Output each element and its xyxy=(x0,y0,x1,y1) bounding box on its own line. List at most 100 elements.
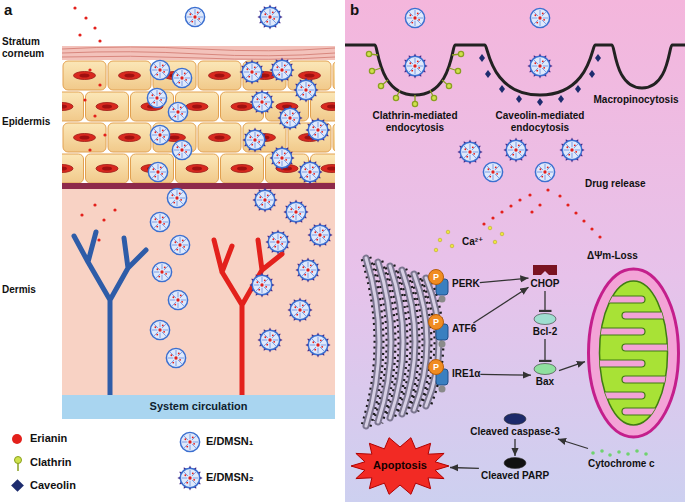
legend-text: Clathrin xyxy=(30,456,72,469)
drug-dots xyxy=(482,222,485,225)
erianin-dots xyxy=(97,238,100,241)
caveolin-coat xyxy=(575,85,581,93)
erianin-dots xyxy=(98,83,101,86)
node-text: Cleaved PARP xyxy=(481,470,549,482)
protein-shape xyxy=(504,458,526,469)
skin-layers xyxy=(62,183,335,189)
protein-shape xyxy=(504,414,526,425)
legend-icon xyxy=(15,457,22,464)
starburst-shape xyxy=(351,438,449,495)
node-text: ΔΨm-Loss xyxy=(585,250,682,262)
cell-membrane xyxy=(345,45,685,95)
skin-layers xyxy=(62,189,335,395)
erianin-dots xyxy=(93,26,96,29)
legend-text: E/DMSN₁ xyxy=(206,435,253,448)
mitochondrion-shape xyxy=(585,296,645,303)
receptor-label: PERK xyxy=(452,278,480,290)
nanoparticle xyxy=(166,348,185,367)
nanoparticle xyxy=(172,68,191,87)
ion-label: Ca²⁺ xyxy=(462,236,483,248)
er-receptor xyxy=(439,296,446,303)
cytochrome-dots xyxy=(588,448,652,458)
node-text: CHOP xyxy=(531,278,560,290)
phospho-badge: P xyxy=(428,269,444,285)
process-label: Drug release xyxy=(585,178,646,190)
nanoparticle xyxy=(527,53,552,78)
clathrin-coat xyxy=(412,101,417,106)
skin-layers xyxy=(62,46,335,60)
nanoparticle xyxy=(265,229,290,254)
nanoparticle xyxy=(257,327,282,352)
clathrin-coat xyxy=(369,68,374,73)
cytochrome-dots xyxy=(635,449,639,453)
endoplasmic-reticulum xyxy=(366,258,439,426)
parp-protein: Cleaved PARP xyxy=(479,456,551,483)
bax-protein: Bax xyxy=(531,362,559,389)
panel-letter: b xyxy=(350,1,359,19)
calcium-dots xyxy=(500,232,504,236)
cytochrome-node: Cytochrome c xyxy=(588,448,655,470)
nanoparticle xyxy=(147,4,332,367)
apoptosis-burst: Apoptosis xyxy=(350,436,450,496)
nanoparticle xyxy=(168,102,187,121)
erianin-dots xyxy=(73,6,76,9)
pathway-label: Macropinocytosis xyxy=(593,94,678,106)
inhibition-connector xyxy=(544,339,545,362)
phospho-badge: P xyxy=(428,359,444,375)
mitochondrion-shape xyxy=(622,312,682,319)
protein-shape xyxy=(534,314,556,325)
legend-swatch xyxy=(11,479,24,492)
cytochrome-dots xyxy=(591,449,648,457)
erianin-dots xyxy=(102,218,105,221)
pathway-label: Caveolin-mediated endocytosis xyxy=(488,110,592,134)
drug-dots xyxy=(482,188,601,238)
drug-dots xyxy=(530,210,533,213)
calcium-dots xyxy=(446,230,450,234)
drug-dots xyxy=(566,203,569,206)
arrow-connector xyxy=(473,287,528,323)
clathrin-coat xyxy=(378,83,383,88)
nanoparticle xyxy=(305,332,330,357)
nanoparticle xyxy=(535,162,554,181)
nanoparticle xyxy=(277,105,302,130)
drug-dots xyxy=(590,227,593,230)
protein-shape xyxy=(503,457,527,469)
caveolin-coat xyxy=(537,98,543,106)
arrow-connector xyxy=(514,439,515,456)
erianin-dots xyxy=(93,203,96,206)
nanoparticle xyxy=(150,320,169,339)
mitochondrion-shape xyxy=(585,266,682,440)
nanoparticle xyxy=(305,117,330,142)
erianin-dots xyxy=(78,33,81,36)
nanoparticle xyxy=(297,159,322,184)
nanoparticle xyxy=(239,59,264,84)
node-text: ATF6 xyxy=(452,323,476,335)
mitochondrion-shape xyxy=(585,296,682,415)
endoplasmic-reticulum xyxy=(366,258,439,426)
erianin-dots xyxy=(93,114,96,117)
mitochondrion-shape xyxy=(585,392,645,399)
legend-text: E/DMSN₂ xyxy=(206,471,254,484)
er-receptor xyxy=(439,341,446,348)
circulation-band: System circulation xyxy=(62,395,335,419)
nanoparticle xyxy=(559,137,584,162)
skin-layers xyxy=(62,56,335,59)
node-text: IRE1α xyxy=(452,368,480,380)
mitochondrion-shape xyxy=(622,376,682,383)
mitochondrion: ΔΨm-Loss xyxy=(585,250,682,440)
protein-shape xyxy=(503,413,527,425)
nanoparticle xyxy=(283,199,308,224)
calcium-dots xyxy=(434,226,504,252)
nanoparticle xyxy=(257,4,282,29)
calcium-dots xyxy=(493,240,497,244)
skin-layers xyxy=(62,46,335,395)
caspase-protein: Cleaved caspase-3 xyxy=(468,412,562,439)
mitochondrion-shape xyxy=(622,344,682,351)
cytochrome-dots xyxy=(644,452,648,456)
pathway-label: Clathrin-mediated endocytosis xyxy=(363,110,467,134)
skin-layers xyxy=(62,52,335,56)
skin-layers xyxy=(62,47,335,51)
skin-layers xyxy=(62,60,335,184)
erianin-dots xyxy=(83,98,86,101)
